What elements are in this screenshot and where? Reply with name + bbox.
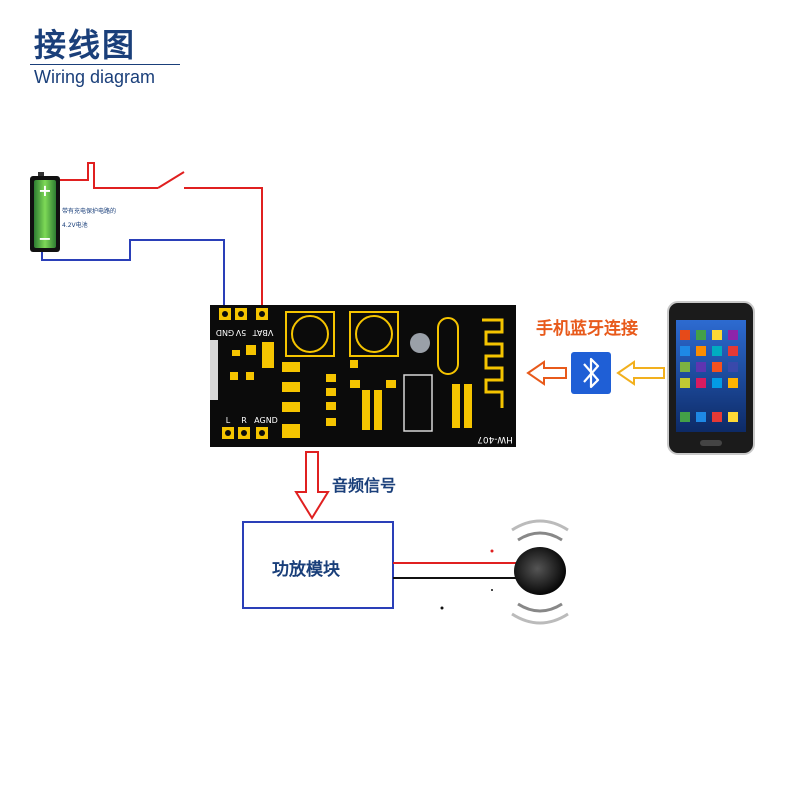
bluetooth-module-board — [210, 305, 516, 447]
arrow-left-orange — [526, 360, 567, 386]
pin-label-gnd: GND — [216, 328, 234, 337]
phone-bluetooth-label: 手机蓝牙连接 — [536, 319, 638, 339]
pin-label-agnd: AGND — [254, 416, 278, 425]
battery-icon — [30, 172, 60, 252]
pin-label-l: L — [226, 416, 231, 425]
pin-label-vbat: VBAT — [253, 328, 274, 337]
amp-module-label: 功放模块 — [272, 560, 340, 580]
amp-module-box — [242, 521, 394, 609]
pin-label-5v: 5V — [235, 328, 246, 337]
wire-dot — [440, 606, 444, 610]
page-title: 接线图 — [34, 26, 137, 64]
battery-plus: + — [38, 181, 51, 200]
negative-wire — [41, 239, 225, 312]
audio-signal-label: 音频信号 — [332, 476, 397, 495]
smartphone-icon — [667, 301, 755, 455]
switch-icon — [157, 171, 185, 189]
positive-wire — [60, 162, 263, 312]
wire-dot — [491, 589, 493, 591]
wire-dot — [490, 549, 494, 553]
arrow-down-red — [294, 451, 330, 520]
battery-note-line1: 带有充电保护电路的 — [62, 208, 117, 215]
title-divider — [30, 64, 180, 65]
page-subtitle: Wiring diagram — [34, 67, 156, 87]
arrow-left-yellow — [616, 360, 665, 386]
speaker-icon — [511, 519, 569, 625]
battery-minus: − — [38, 229, 51, 248]
battery-note-line2: 4.2V电池 — [62, 222, 88, 229]
pin-label-r: R — [241, 416, 247, 425]
bluetooth-icon — [571, 352, 611, 394]
board-marking: HW-407 — [477, 434, 513, 444]
